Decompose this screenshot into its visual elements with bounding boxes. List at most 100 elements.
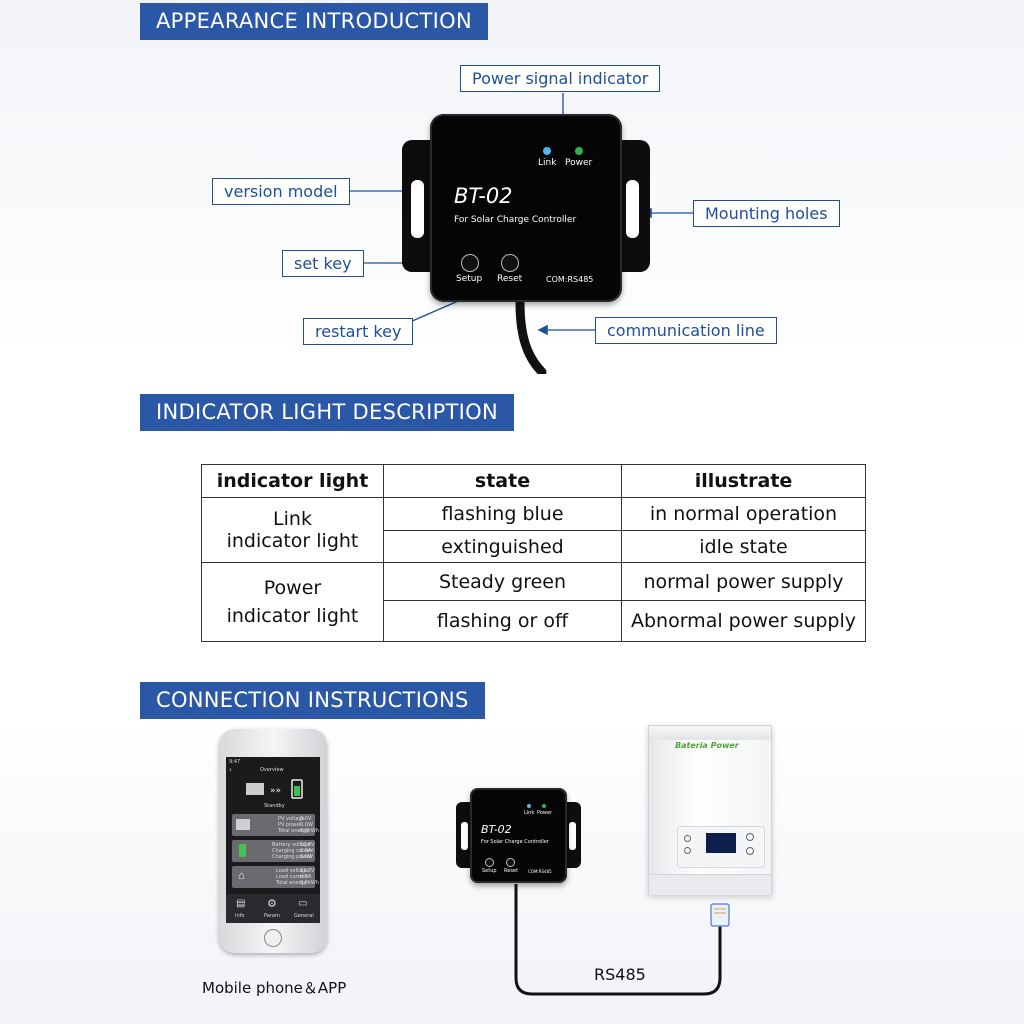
indicator-table: indicator light state illustrate Link in…: [201, 464, 866, 642]
link-led-label: Link: [538, 158, 557, 168]
table-cell: normal power supply: [621, 562, 866, 601]
bt02-device: Link Power BT-02 For Solar Charge Contro…: [402, 114, 650, 374]
callout-power-signal-indicator: Power signal indicator: [460, 65, 661, 92]
pv-panel: PV voltage 0.0V PV power 0.0W Total ener…: [232, 814, 319, 836]
solar-charge-controller: Bateria Power: [648, 725, 772, 895]
section-header-indicator: INDICATOR LIGHT DESCRIPTION: [140, 394, 514, 431]
panel-key-icon[interactable]: [746, 847, 754, 855]
phone-caption: Mobile phone＆APP: [202, 979, 347, 997]
load-energy: Total energy: [276, 880, 307, 886]
device-model: BT-02: [481, 823, 512, 836]
nav-general-label[interactable]: General: [294, 913, 314, 919]
mounting-hole-right: [626, 180, 639, 238]
table-row: extinguished idle state: [202, 530, 866, 563]
load-energy-value: 0.0kWh: [300, 880, 319, 886]
controller-top: [649, 726, 771, 740]
panel-key-icon[interactable]: [746, 833, 754, 841]
reset-label: Reset: [497, 274, 523, 284]
app-bottom-nav: ▤ ⚙ ▭ Info Param General: [226, 894, 320, 923]
load-current-value: 0.0A: [300, 874, 312, 880]
port-label: COM:RS485: [528, 869, 552, 874]
device-small-face: Link Power BT-02 For Solar Charge Contro…: [470, 788, 567, 883]
pv-energy-value: 0.0kWh: [300, 828, 319, 834]
callout-restart-key: restart key: [303, 318, 414, 345]
back-icon[interactable]: ‹: [229, 766, 232, 774]
callout-set-key: set key: [282, 250, 364, 277]
device-face: Link Power BT-02 For Solar Charge Contro…: [430, 114, 622, 302]
power-name-line2: indicator light: [226, 605, 359, 627]
setup-label: Setup: [456, 274, 483, 284]
svg-text:»»: »»: [270, 786, 281, 796]
load-voltage-value: 12.8V: [300, 868, 315, 874]
table-cell: extinguished: [383, 530, 622, 563]
power-led-label: Power: [565, 158, 593, 168]
controller-bottom-cover: [649, 874, 771, 895]
link-name-line2: indicator light: [226, 530, 359, 552]
device-model: BT-02: [454, 184, 513, 208]
port-label: COM:RS485: [546, 275, 594, 284]
pv-power: PV power: [278, 822, 302, 828]
table-row: flashing or off Abnormal power supply: [202, 600, 866, 642]
reset-button[interactable]: [501, 254, 519, 272]
mounting-hole-left: [411, 180, 424, 238]
rj45-connector-icon: [710, 903, 730, 927]
charging-current: Charging current: [272, 848, 315, 854]
power-led-label: Power: [537, 810, 553, 816]
section-header-connection: CONNECTION INSTRUCTIONS: [140, 682, 485, 719]
nav-param-label[interactable]: Param: [264, 913, 280, 919]
panel-key-icon[interactable]: [684, 835, 691, 842]
table-row: Power indicator light Steady green norma…: [201, 562, 866, 642]
device-cable: [515, 297, 547, 374]
lcd-display: [706, 833, 736, 853]
pv-energy: Total energy: [278, 828, 309, 834]
callout-mounting-holes: Mounting holes: [693, 200, 840, 227]
reset-button[interactable]: [506, 858, 515, 867]
app-screen: 9:47 Overview ‹ »» Standby PV voltage 0.…: [226, 757, 320, 923]
gear-icon[interactable]: ⚙: [267, 898, 277, 910]
device-subtitle: For Solar Charge Controller: [481, 839, 549, 845]
inverter-brand: Bateria Power: [675, 741, 739, 750]
pv-voltage: PV voltage: [278, 816, 305, 822]
info-icon[interactable]: ▤: [236, 898, 246, 909]
table-row: Link indicator light flashing blue in no…: [201, 497, 866, 563]
table-cell: flashing or off: [383, 600, 622, 642]
setup-button[interactable]: [461, 254, 479, 272]
power-indicator-cell: Power indicator light: [201, 562, 384, 642]
home-button[interactable]: [264, 929, 282, 947]
table-cell: idle state: [621, 530, 866, 563]
app-title: Overview: [260, 767, 284, 773]
setup-label: Setup: [482, 868, 497, 874]
battery-panel: Battery voltage 12.8V Charging current 0…: [232, 840, 315, 862]
load-current: Load current: [276, 874, 308, 880]
link-led-label: Link: [524, 810, 535, 816]
setup-button[interactable]: [485, 858, 494, 867]
power-name-line1: Power: [263, 577, 322, 599]
power-led-icon: [542, 804, 546, 808]
app-time: 9:47: [229, 759, 241, 765]
table-cell: Abnormal power supply: [621, 600, 866, 642]
battery-voltage: Battery voltage: [272, 842, 311, 848]
battery-icon: [239, 844, 246, 857]
load-voltage: Load voltage: [276, 868, 309, 874]
callout-communication-line: communication line: [595, 317, 777, 344]
mounting-hole-right: [569, 822, 576, 850]
controller-panel: [677, 826, 765, 868]
smartphone: 9:47 Overview ‹ »» Standby PV voltage 0.…: [219, 729, 327, 953]
table-cell: in normal operation: [621, 497, 866, 531]
nav-info-label[interactable]: Info: [235, 913, 245, 919]
callout-version-model: version model: [212, 178, 350, 205]
link-indicator-cell: Link indicator light: [201, 497, 384, 563]
load-panel: ⌂ Load voltage 12.8V Load current 0.0A T…: [232, 866, 319, 888]
link-led-icon: [527, 804, 531, 808]
panel-key-icon[interactable]: [684, 847, 691, 854]
pv-voltage-value: 0.0V: [300, 816, 312, 822]
home-icon: ⌂: [238, 870, 245, 882]
section-header-appearance: APPEARANCE INTRODUCTION: [140, 3, 488, 40]
battery-voltage-value: 12.8V: [300, 842, 315, 848]
link-name-line1: Link: [273, 508, 312, 530]
pv-power-value: 0.0W: [300, 822, 313, 828]
general-icon[interactable]: ▭: [298, 898, 308, 909]
solar-panel-icon: [236, 819, 250, 830]
cable-label: RS485: [594, 965, 646, 984]
